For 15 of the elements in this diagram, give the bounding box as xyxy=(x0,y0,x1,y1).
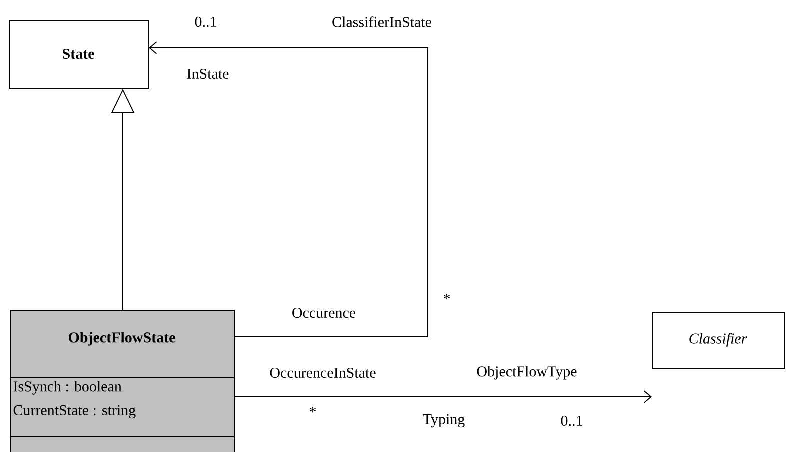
association-arrow xyxy=(149,42,428,338)
role-label: 0..1 xyxy=(194,16,218,28)
role-label: * xyxy=(308,406,318,418)
role-label: OccurenceInState xyxy=(268,366,378,380)
role-label: * xyxy=(442,293,452,305)
role-label: ObjectFlowType xyxy=(476,365,578,381)
role-label: InState xyxy=(186,68,230,80)
role-label: Occurence xyxy=(290,306,358,320)
association-name: Typing xyxy=(422,413,466,429)
association-arrow xyxy=(234,390,652,404)
association-name: ClassifierInState xyxy=(331,16,433,28)
class-box: Classifier xyxy=(652,312,785,369)
role-label: 0..1 xyxy=(560,414,584,428)
class-box: State xyxy=(9,20,149,89)
class-box: ObjectFlowState IsSynch : boolean CurrentState : string xyxy=(10,310,235,452)
